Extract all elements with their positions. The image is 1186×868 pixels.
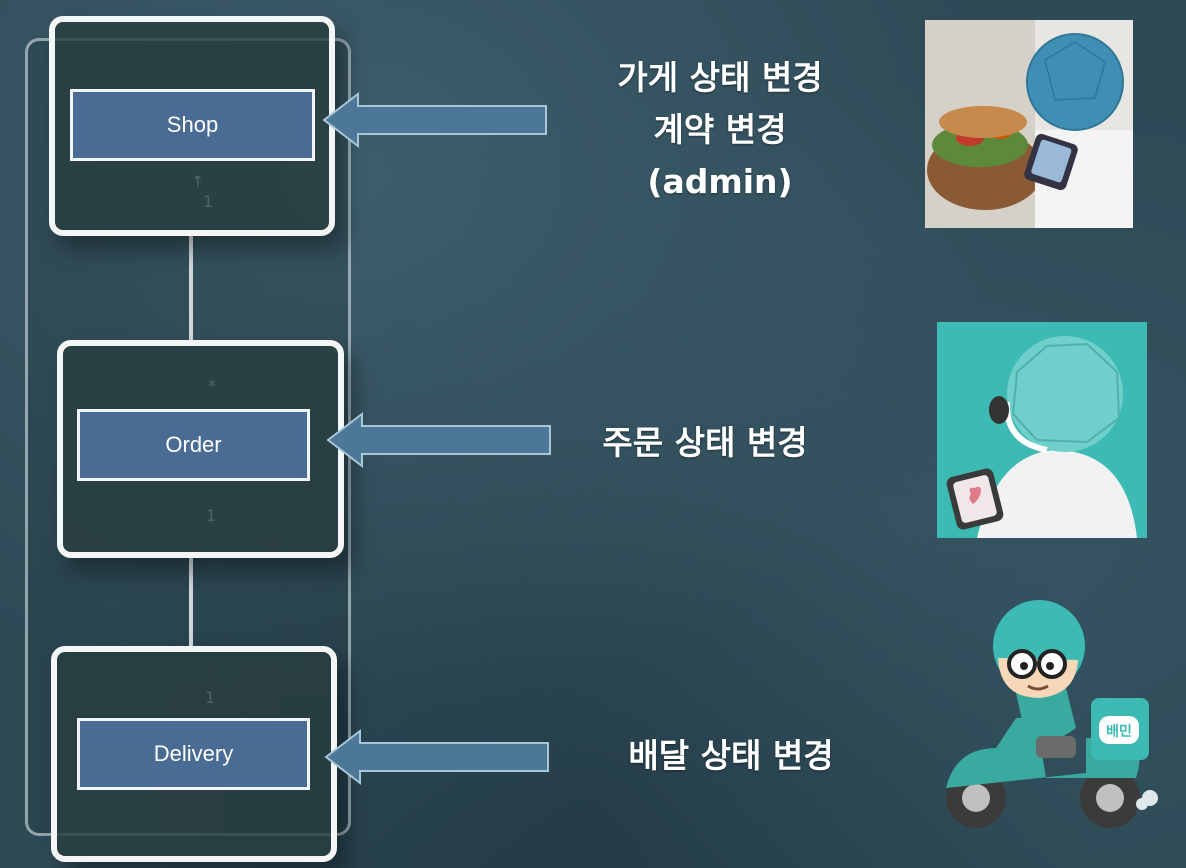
role-admin-line-1: 가게 상태 변경 xyxy=(617,58,823,97)
role-order-text: 주문 상태 변경 xyxy=(580,417,830,469)
role-order-line-1: 주문 상태 변경 xyxy=(602,423,808,462)
delivery-rider-illustration: 배민 xyxy=(946,600,1158,828)
shop-owner-illustration xyxy=(925,20,1133,228)
customer-illustration xyxy=(937,322,1147,538)
role-admin-line-2: 계약 변경 xyxy=(653,110,787,149)
role-admin-text: 가게 상태 변경 계약 변경 (admin) xyxy=(590,52,850,208)
shop-label: Shop xyxy=(70,89,315,161)
role-admin-line-3: (admin) xyxy=(647,162,793,201)
ghost-count: 1 xyxy=(206,506,217,525)
ghost-count: 1 xyxy=(203,192,214,211)
arrow-to-delivery xyxy=(324,728,549,786)
role-delivery-text: 배달 상태 변경 xyxy=(606,730,856,782)
delivery-label: Delivery xyxy=(77,718,310,790)
ghost-star: * xyxy=(208,376,216,395)
order-label: Order xyxy=(77,409,310,481)
ghost-arrow: ↑ xyxy=(191,172,205,191)
connector-shop-order xyxy=(189,232,193,344)
arrow-to-order xyxy=(326,411,551,469)
arrow-to-shop xyxy=(322,91,547,149)
mascot-badge-text: 배민 xyxy=(1106,723,1132,740)
ghost-count: 1 xyxy=(205,688,216,707)
connector-order-delivery xyxy=(189,555,193,649)
role-delivery-line-1: 배달 상태 변경 xyxy=(628,736,834,775)
